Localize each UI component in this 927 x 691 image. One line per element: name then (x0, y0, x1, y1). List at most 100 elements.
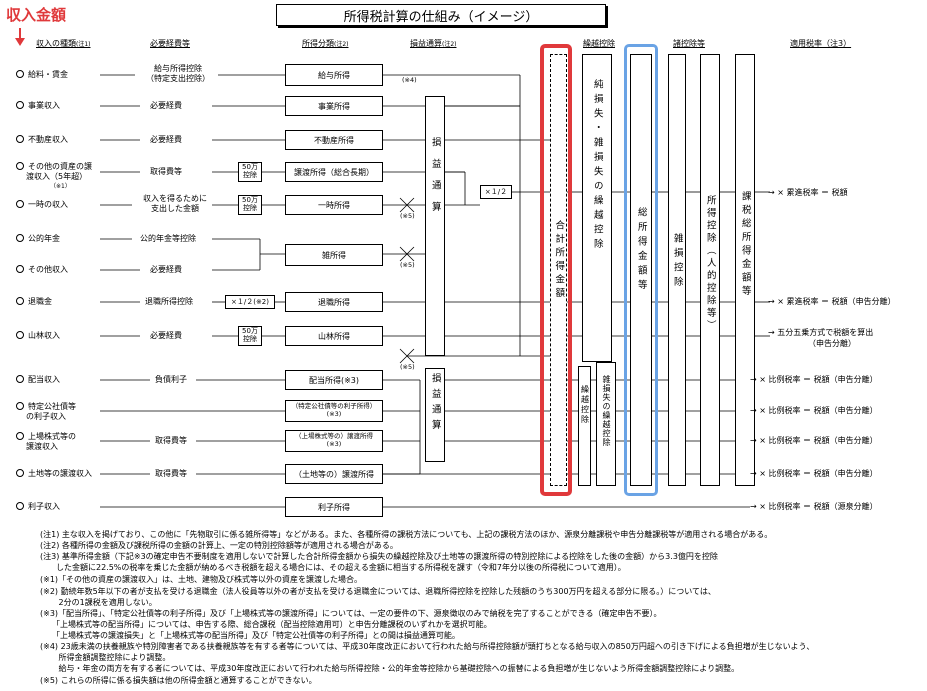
expense-pension: 公的年金等控除 (140, 234, 196, 243)
circle-icon (16, 330, 24, 339)
expense-retirement: 退職所得控除 (145, 297, 193, 306)
circle-icon (16, 199, 24, 208)
footnote: した金額に22.5%の税率を乗じた金額が納めるべき税額を超える場合には、その超え… (40, 563, 626, 572)
expense-land: 取得費等 (155, 469, 187, 478)
class-forest: 山林所得 (285, 326, 383, 346)
circle-icon (16, 501, 24, 510)
class-interest: 利子所得 (285, 497, 383, 517)
income-bond-interest: 特定公社債等の利子収入 (16, 401, 76, 421)
class-temporary: 一時所得 (285, 195, 383, 215)
footnote: (注2) 各種所得の金額及び課税所得の金額の計算上、一定の特別控除額等が適用され… (40, 541, 398, 550)
note-mark-5: (※5) (400, 212, 415, 220)
class-dividend: 配当所得(※3) (285, 370, 383, 390)
footnote: (注1) 主な収入を掲げており、この他に「先物取引に係る雑所得等」などがある。ま… (40, 530, 773, 539)
rate-five-five: → 五分五乗方式で税額を算出 (768, 328, 874, 337)
rate-proportional-stock: → × 比例税率 ＝ 税額（申告分離） (750, 436, 878, 445)
deduction-50man-box: 50万 控除 (238, 195, 262, 215)
footnote: (注3) 基準所得金額（下記※3の確定申告不要制度を適用しないで計算した合計所得… (40, 552, 718, 561)
rate-progressive-separate: → × 累進税率 ＝ 税額（申告分離） (768, 297, 896, 306)
footnote: (※3)「配当所得」、「特定公社債等の利子所得」及び「上場株式等の譲渡所得」につ… (40, 609, 662, 618)
circle-icon (16, 468, 24, 477)
class-misc: 雑所得 (285, 244, 383, 266)
offset-box-upper: 損益通算 (425, 96, 445, 356)
income-other-assets: その他の資産の譲渡収入（5年超）（※1） (16, 161, 92, 191)
diagram-title: 所得税計算の仕組み（イメージ） (276, 4, 606, 26)
footnote: (※5) これらの所得に係る損失額は他の所得金額と通算することができない。 (40, 676, 317, 685)
circle-icon (16, 296, 24, 305)
income-retirement: 退職金 (16, 296, 52, 307)
footnote: (※4) 23歳未満の扶養親族や特別障害者である扶養親族等を有する者等については… (40, 642, 815, 651)
net-loss-carryforward-box: 純損失・雑損失の繰越控除 (582, 54, 612, 362)
income-real-estate: 不動産収入 (16, 134, 68, 145)
expense-other: 必要経費 (150, 265, 182, 274)
half-multiplier-box: ×１/２(※2) (225, 295, 275, 309)
note-mark-5: (※5) (400, 261, 415, 269)
income-forest: 山林収入 (16, 330, 60, 341)
income-temporary: 一時の収入 (16, 199, 68, 210)
circle-icon (16, 161, 24, 170)
rate-proportional-land: → × 比例税率 ＝ 税額（申告分離） (750, 469, 878, 478)
income-other: その他収入 (16, 264, 68, 275)
class-retirement: 退職所得 (285, 292, 383, 312)
rate-proportional-bond: → × 比例税率 ＝ 税額（申告分離） (750, 406, 878, 415)
circle-icon (16, 233, 24, 242)
circle-icon (16, 69, 24, 78)
total-income-box: 合計所得金額 (550, 54, 567, 486)
misc-loss-carryforward-box: 雑損失の繰越控除 (596, 362, 616, 486)
footnote: 「上場株式等の譲渡損失」と「上場株式等の配当所得」及び「特定公社債等の利子所得」… (40, 631, 460, 640)
class-long-term-transfer: 譲渡所得（総合長期） (285, 162, 383, 182)
expense-dividend: 負債利子 (155, 375, 187, 384)
header-carryforward: 繰越控除 (583, 39, 615, 48)
class-business: 事業所得 (285, 96, 383, 116)
misc-deduction-box: 雑損控除 (668, 54, 686, 486)
class-salary: 給与所得 (285, 64, 383, 86)
income-salary: 給料・賃金 (16, 69, 68, 80)
income-business: 事業収入 (16, 100, 60, 111)
circle-icon (16, 134, 24, 143)
revenue-label: 収入金額 (6, 6, 67, 24)
offset-box-lower: 損益通算 (425, 368, 445, 462)
footnote: (※2) 勤続年数5年以下の者が支払を受ける退職金（法人役員等以外の者が支払を受… (40, 587, 716, 596)
footnote: 所得金額調整控除により調整。 (40, 653, 171, 662)
footnote: 給与・年金の両方を有する者については、平成30年度改正において行われた給与所得控… (40, 664, 740, 673)
note-mark-4: (※4) (402, 76, 417, 84)
footnote: 2分の1課税を適用しない。 (40, 598, 157, 607)
personal-deduction-box: 所得控除（人的控除等） (700, 54, 720, 486)
header-deductions: 諸控除等 (673, 39, 705, 48)
income-listed-stock: 上場株式等の譲渡収入 (16, 431, 76, 451)
gross-income-box: 総所得金額等 (630, 54, 652, 486)
circle-icon (16, 264, 24, 273)
class-bond-interest: （特定公社債等の利子所得）(※3) (285, 400, 383, 422)
expense-salary: 給与所得控除（特定支出控除） (146, 64, 210, 83)
class-land-transfer: （土地等の）譲渡所得 (285, 464, 383, 484)
circle-icon (16, 100, 24, 109)
deduction-50man-box: 50万 控除 (238, 326, 262, 346)
taxable-income-box: 課税総所得金額等 (735, 54, 755, 486)
half-multiplier-box: ×１/２ (480, 185, 512, 199)
header-rate: 適用税率（注3） (790, 39, 852, 48)
rate-five-five-sub: （申告分離） (808, 339, 856, 348)
circle-icon (16, 374, 24, 383)
rate-proportional-dividend: → × 比例税率 ＝ 税額（申告分離） (750, 375, 878, 384)
class-listed-stock: （上場株式等の）譲渡所得(※3) (285, 430, 383, 452)
note-mark-5: (※5) (400, 363, 415, 371)
expense-business: 必要経費 (150, 101, 182, 110)
income-dividend: 配当収入 (16, 374, 60, 385)
header-income-class: 所得分類(注2) (302, 39, 349, 48)
carryforward-small-box: 繰越控除 (578, 366, 591, 486)
expense-other-assets: 取得費等 (150, 167, 182, 176)
header-expenses: 必要経費等 (150, 39, 190, 48)
expense-temporary: 収入を得るために支出した金額 (143, 194, 207, 213)
deduction-50man-box: 50万 控除 (238, 162, 262, 182)
circle-icon (16, 431, 24, 440)
class-real-estate: 不動産所得 (285, 130, 383, 150)
circle-icon (16, 401, 24, 410)
total-income-highlight (540, 44, 572, 496)
income-land: 土地等の譲渡収入 (16, 468, 92, 479)
header-offset: 損益通算(注2) (410, 39, 457, 48)
income-pension: 公的年金 (16, 233, 60, 244)
expense-forest: 必要経費 (150, 331, 182, 340)
footnote: (※1)「その他の資産の譲渡収入」は、土地、建物及び株式等以外の資産を譲渡した場… (40, 575, 363, 584)
gross-income-highlight (624, 44, 658, 496)
header-income-type: 収入の種類(注1) (36, 39, 91, 48)
